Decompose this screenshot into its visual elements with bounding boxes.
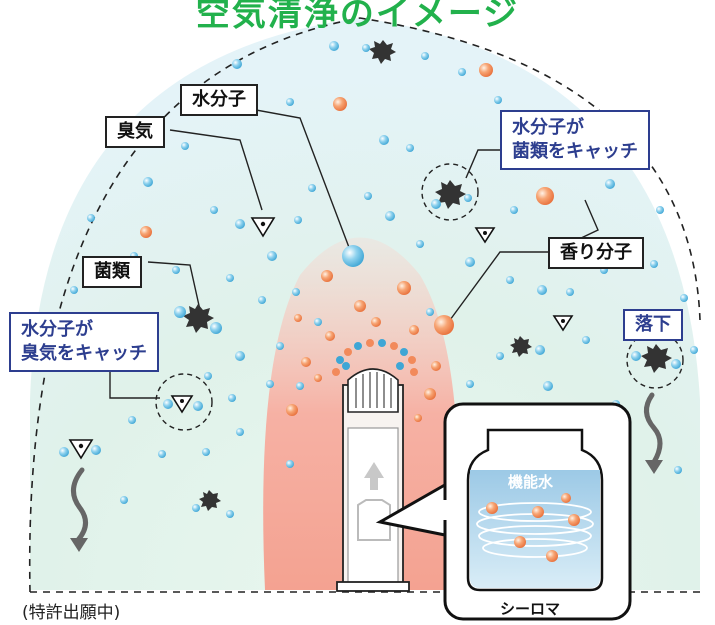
leader-lines	[109, 107, 599, 399]
label-fall: 落下	[623, 309, 683, 341]
inset-fragrance-droplets	[486, 493, 580, 562]
emission-droplets	[332, 339, 418, 376]
label-bacteria: 菌類	[82, 256, 142, 288]
patent-pending-note: (特許出願中)	[22, 603, 121, 623]
bacteria-markers	[183, 40, 672, 511]
fall-arrow-head-right	[645, 460, 663, 474]
label-odor: 臭気	[105, 116, 165, 148]
inset-product-name: シーロマ	[500, 600, 561, 618]
label-water-catches-bacteria: 水分子が 菌類をキャッチ	[500, 110, 650, 170]
inset-water-label: 機能水	[508, 473, 554, 491]
water-droplets	[59, 41, 698, 518]
label-water-molecule: 水分子	[180, 84, 258, 116]
fragrance-droplets	[140, 63, 554, 422]
fall-arrows	[71, 392, 663, 543]
odor-marker-dots	[78, 221, 565, 449]
fall-arrow-head-left	[70, 538, 88, 552]
label-fragrance-molecule: 香り分子	[548, 237, 644, 269]
diagram-title: 空気清浄のイメージ	[195, 0, 520, 34]
diffuser-device	[336, 368, 410, 592]
catch-circles	[155, 163, 684, 431]
label-water-catches-odor: 水分子が 臭気をキャッチ	[9, 312, 159, 372]
